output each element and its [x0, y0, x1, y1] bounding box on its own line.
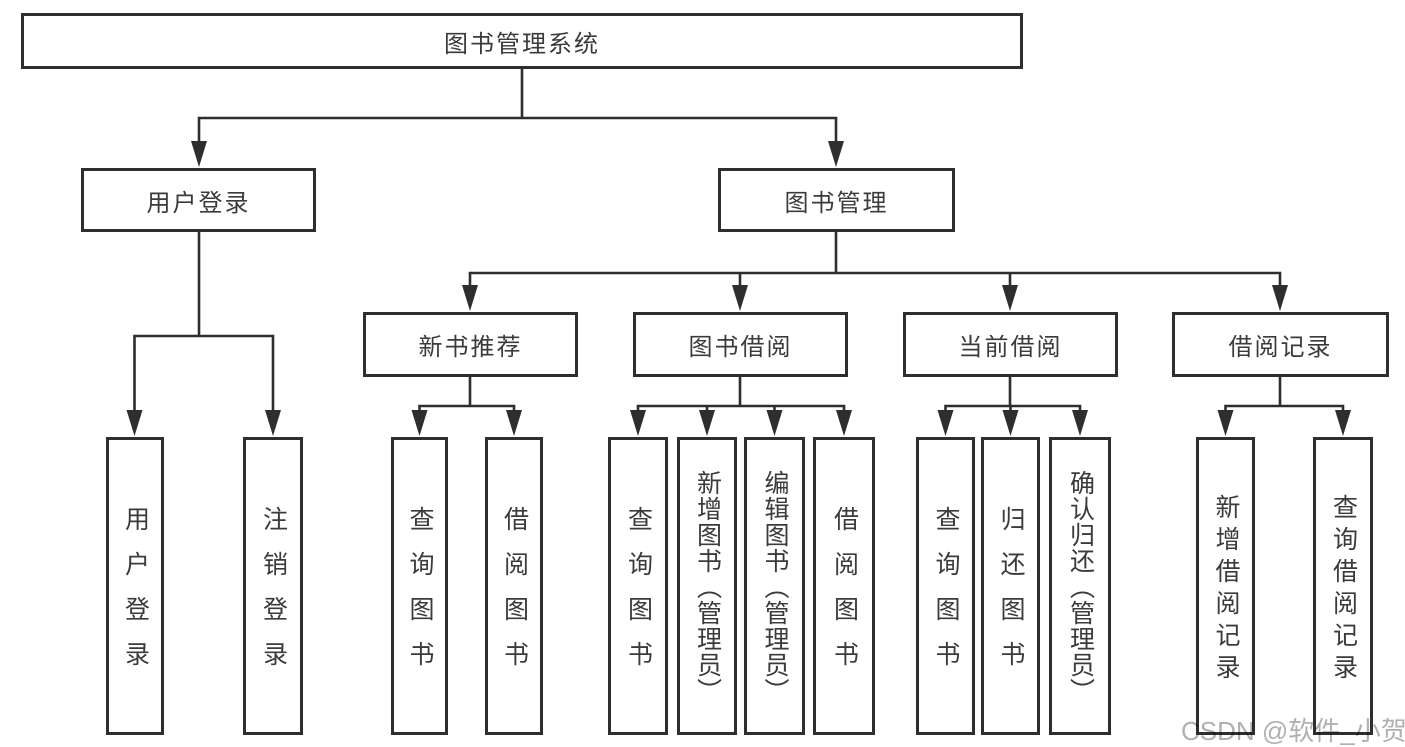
node-book-management: 图书管理 — [718, 168, 955, 232]
node-label: 用户登录 — [146, 189, 251, 217]
node-leaf-borrow-book: 借阅图书 — [813, 437, 875, 735]
node-label: 图书管理系统 — [444, 30, 600, 58]
node-leaf-borrow-book-recommend: 借阅图书 — [485, 437, 543, 735]
node-leaf-query-books-current: 查询图书 — [916, 437, 975, 735]
node-label: 查询图书 — [932, 506, 960, 686]
node-leaf-add-book-admin: 新增图书（管理员） — [677, 437, 737, 735]
node-label: 注销登录 — [259, 506, 288, 686]
node-label: 用户登录 — [121, 506, 150, 686]
node-library-management-system: 图书管理系统 — [21, 13, 1023, 69]
node-leaf-return-book: 归还图书 — [981, 437, 1040, 735]
node-label: 归还图书 — [997, 506, 1025, 686]
node-leaf-confirm-return-admin: 确认归还（管理员） — [1049, 437, 1111, 735]
node-label: 查询借阅记录 — [1329, 493, 1358, 686]
node-leaf-query-books-borrow: 查询图书 — [608, 437, 668, 735]
node-label: 当前借阅 — [958, 334, 1063, 361]
node-leaf-user-login: 用户登录 — [106, 437, 164, 735]
node-label: 借阅图书 — [500, 506, 529, 686]
node-leaf-edit-book-admin: 编辑图书（管理员） — [744, 437, 805, 735]
node-borrow-records: 借阅记录 — [1172, 312, 1389, 377]
node-label: 新书推荐 — [418, 334, 523, 361]
node-label: 查询图书 — [406, 506, 434, 686]
csdn-watermark: CSDN @软件_小贺同学 — [1181, 716, 1405, 746]
node-label: 借阅记录 — [1228, 334, 1333, 361]
node-label: 新增借阅记录 — [1212, 493, 1240, 686]
node-label: 查询图书 — [624, 506, 653, 686]
node-label: 确认归还（管理员） — [1066, 469, 1095, 704]
node-leaf-query-borrow-record: 查询借阅记录 — [1313, 437, 1373, 735]
node-label: 新增图书（管理员） — [693, 469, 722, 704]
node-label: 图书管理 — [784, 189, 889, 217]
node-label: 图书借阅 — [688, 334, 793, 361]
node-book-borrow: 图书借阅 — [633, 312, 848, 377]
node-new-book-recommend: 新书推荐 — [363, 312, 578, 377]
node-label: 编辑图书（管理员） — [761, 469, 789, 704]
node-leaf-logout: 注销登录 — [243, 437, 303, 735]
node-label: 借阅图书 — [830, 506, 859, 686]
node-leaf-add-borrow-record: 新增借阅记录 — [1196, 437, 1255, 735]
node-user-login: 用户登录 — [81, 168, 316, 232]
node-leaf-query-books-recommend: 查询图书 — [391, 437, 448, 735]
node-current-borrow: 当前借阅 — [903, 312, 1118, 377]
